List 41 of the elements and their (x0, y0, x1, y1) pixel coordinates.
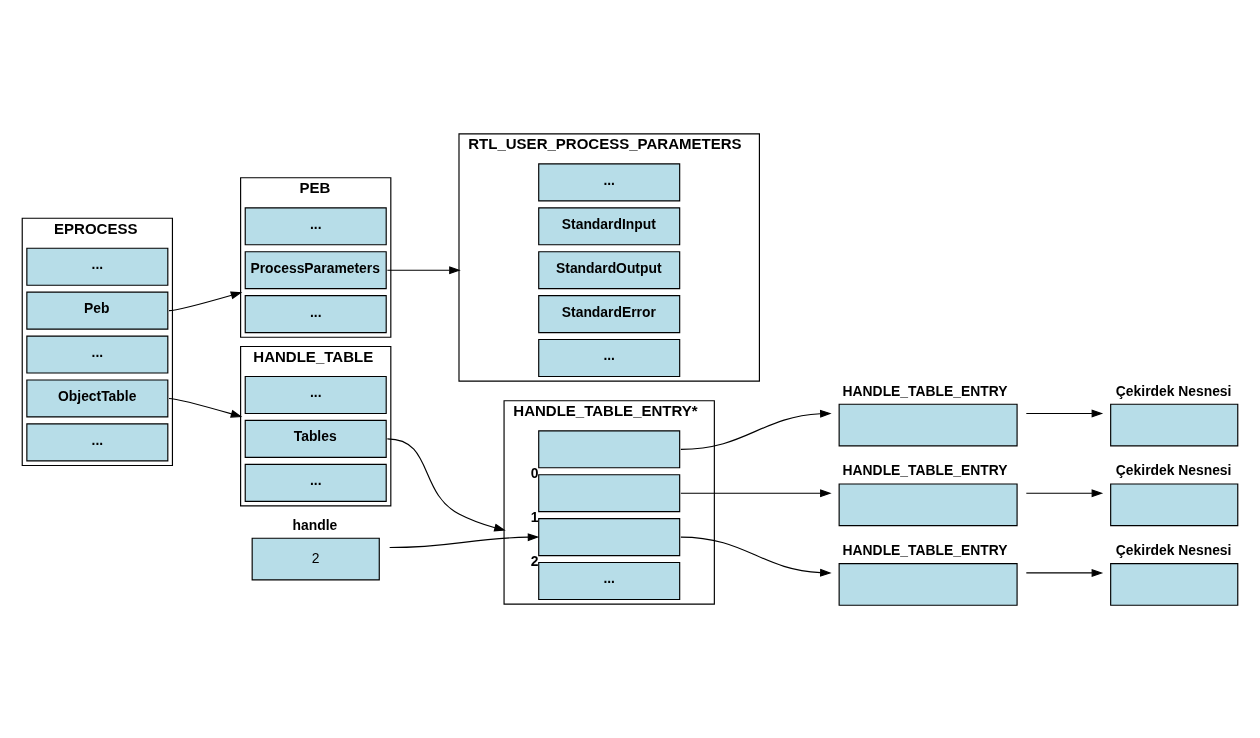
node-box (538, 518, 681, 557)
node-label: HANDLE_TABLE_ENTRY (842, 542, 1008, 559)
node-box: ... (26, 335, 169, 374)
arrow (1025, 489, 1104, 498)
node-box: StandardInput (538, 207, 681, 246)
node-box: ... (538, 163, 681, 202)
node-label: Çekirdek Nesnesi (1115, 542, 1232, 559)
node-label: handle (292, 516, 338, 533)
node-box: ... (244, 375, 387, 415)
arrow (680, 536, 832, 577)
node-box: ... (244, 295, 387, 334)
node-label: Çekirdek Nesnesi (1115, 462, 1232, 479)
node-box: StandardError (538, 295, 681, 334)
arrow (680, 489, 832, 498)
arrow (389, 533, 540, 549)
node-box: ... (538, 338, 681, 378)
node-box: Peb (26, 291, 169, 330)
node-box: StandardOutput (538, 251, 681, 290)
arrow (1025, 568, 1104, 577)
node-box: ... (244, 207, 387, 246)
arrow (168, 291, 243, 312)
node-label: 0 (530, 464, 539, 481)
arrow (386, 266, 461, 275)
node-label: Çekirdek Nesnesi (1115, 382, 1232, 399)
arrow (1025, 409, 1104, 418)
node-label: 2 (530, 552, 539, 569)
arrow (386, 438, 506, 532)
node-box: ... (26, 247, 169, 286)
node-box: ProcessParameters (244, 251, 387, 290)
node-box: ... (26, 423, 169, 462)
arrow (680, 409, 832, 450)
node-box: Tables (244, 419, 387, 458)
node-box: ... (538, 561, 681, 601)
node-label: 1 (530, 508, 539, 525)
node-label: HANDLE_TABLE_ENTRY (842, 382, 1008, 399)
node-label: HANDLE_TABLE_ENTRY (842, 462, 1008, 479)
node-box (538, 430, 681, 469)
node-box: ... (244, 463, 387, 502)
node-box (538, 474, 681, 513)
arrow (168, 397, 243, 418)
node-box: ObjectTable (26, 379, 169, 418)
